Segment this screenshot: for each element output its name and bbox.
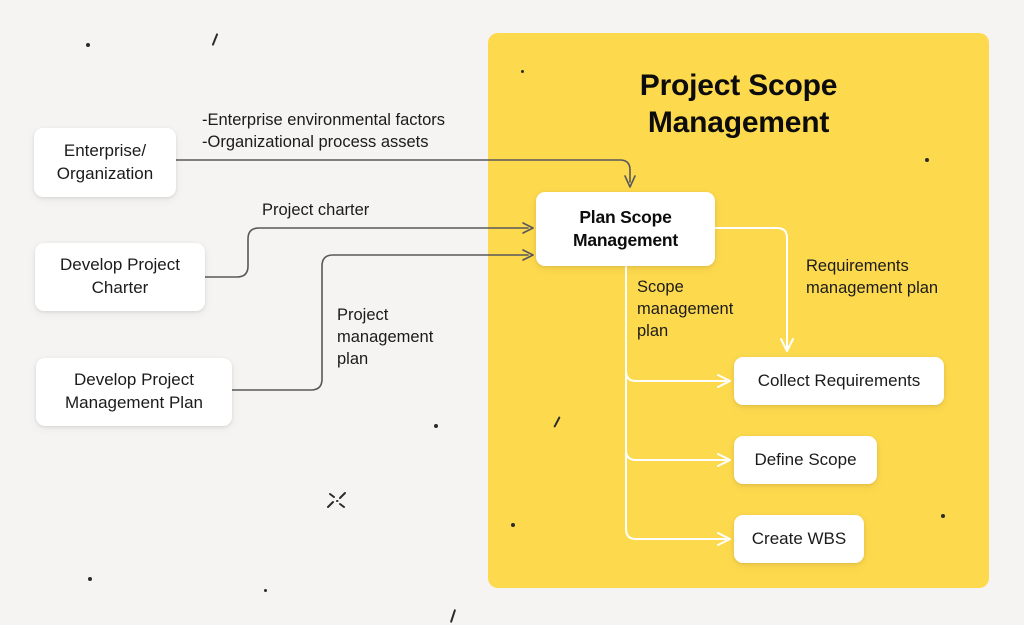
edge-label-enterprise-outputs: -Enterprise environmental factors -Organ… <box>202 111 446 151</box>
decorative-speck <box>521 70 524 73</box>
sparkle-decoration <box>327 492 346 508</box>
decorative-speck <box>434 424 438 428</box>
node-collect-requirements[interactable]: Collect Requirements <box>734 357 944 405</box>
decorative-speck <box>925 158 929 162</box>
node-define-scope[interactable]: Define Scope <box>734 436 877 484</box>
decorative-speck <box>88 577 92 581</box>
edge-label-project-management-plan: Project management plan <box>337 306 434 368</box>
decorative-speck <box>449 609 457 623</box>
node-develop-project-management-plan[interactable]: Develop Project Management Plan <box>36 358 232 426</box>
decorative-speck <box>264 589 267 592</box>
node-plan-scope-management[interactable]: Plan Scope Management <box>536 192 715 266</box>
edge-label-requirements-management-plan: Requirements management plan <box>806 257 939 297</box>
node-enterprise-organization[interactable]: Enterprise/ Organization <box>34 128 176 197</box>
edge-label-project-charter: Project charter <box>262 201 370 219</box>
panel-title: Project Scope Management <box>639 69 838 139</box>
node-create-wbs[interactable]: Create WBS <box>734 515 864 563</box>
wire-charter-to-plan-scope <box>204 227 529 278</box>
decorative-speck <box>511 523 515 527</box>
edge-label-scope-management-plan: Scope management plan <box>637 278 734 340</box>
decorative-speck <box>86 43 90 47</box>
node-develop-project-charter[interactable]: Develop Project Charter <box>35 243 205 311</box>
decorative-speck <box>211 33 219 46</box>
decorative-speck <box>941 514 945 518</box>
